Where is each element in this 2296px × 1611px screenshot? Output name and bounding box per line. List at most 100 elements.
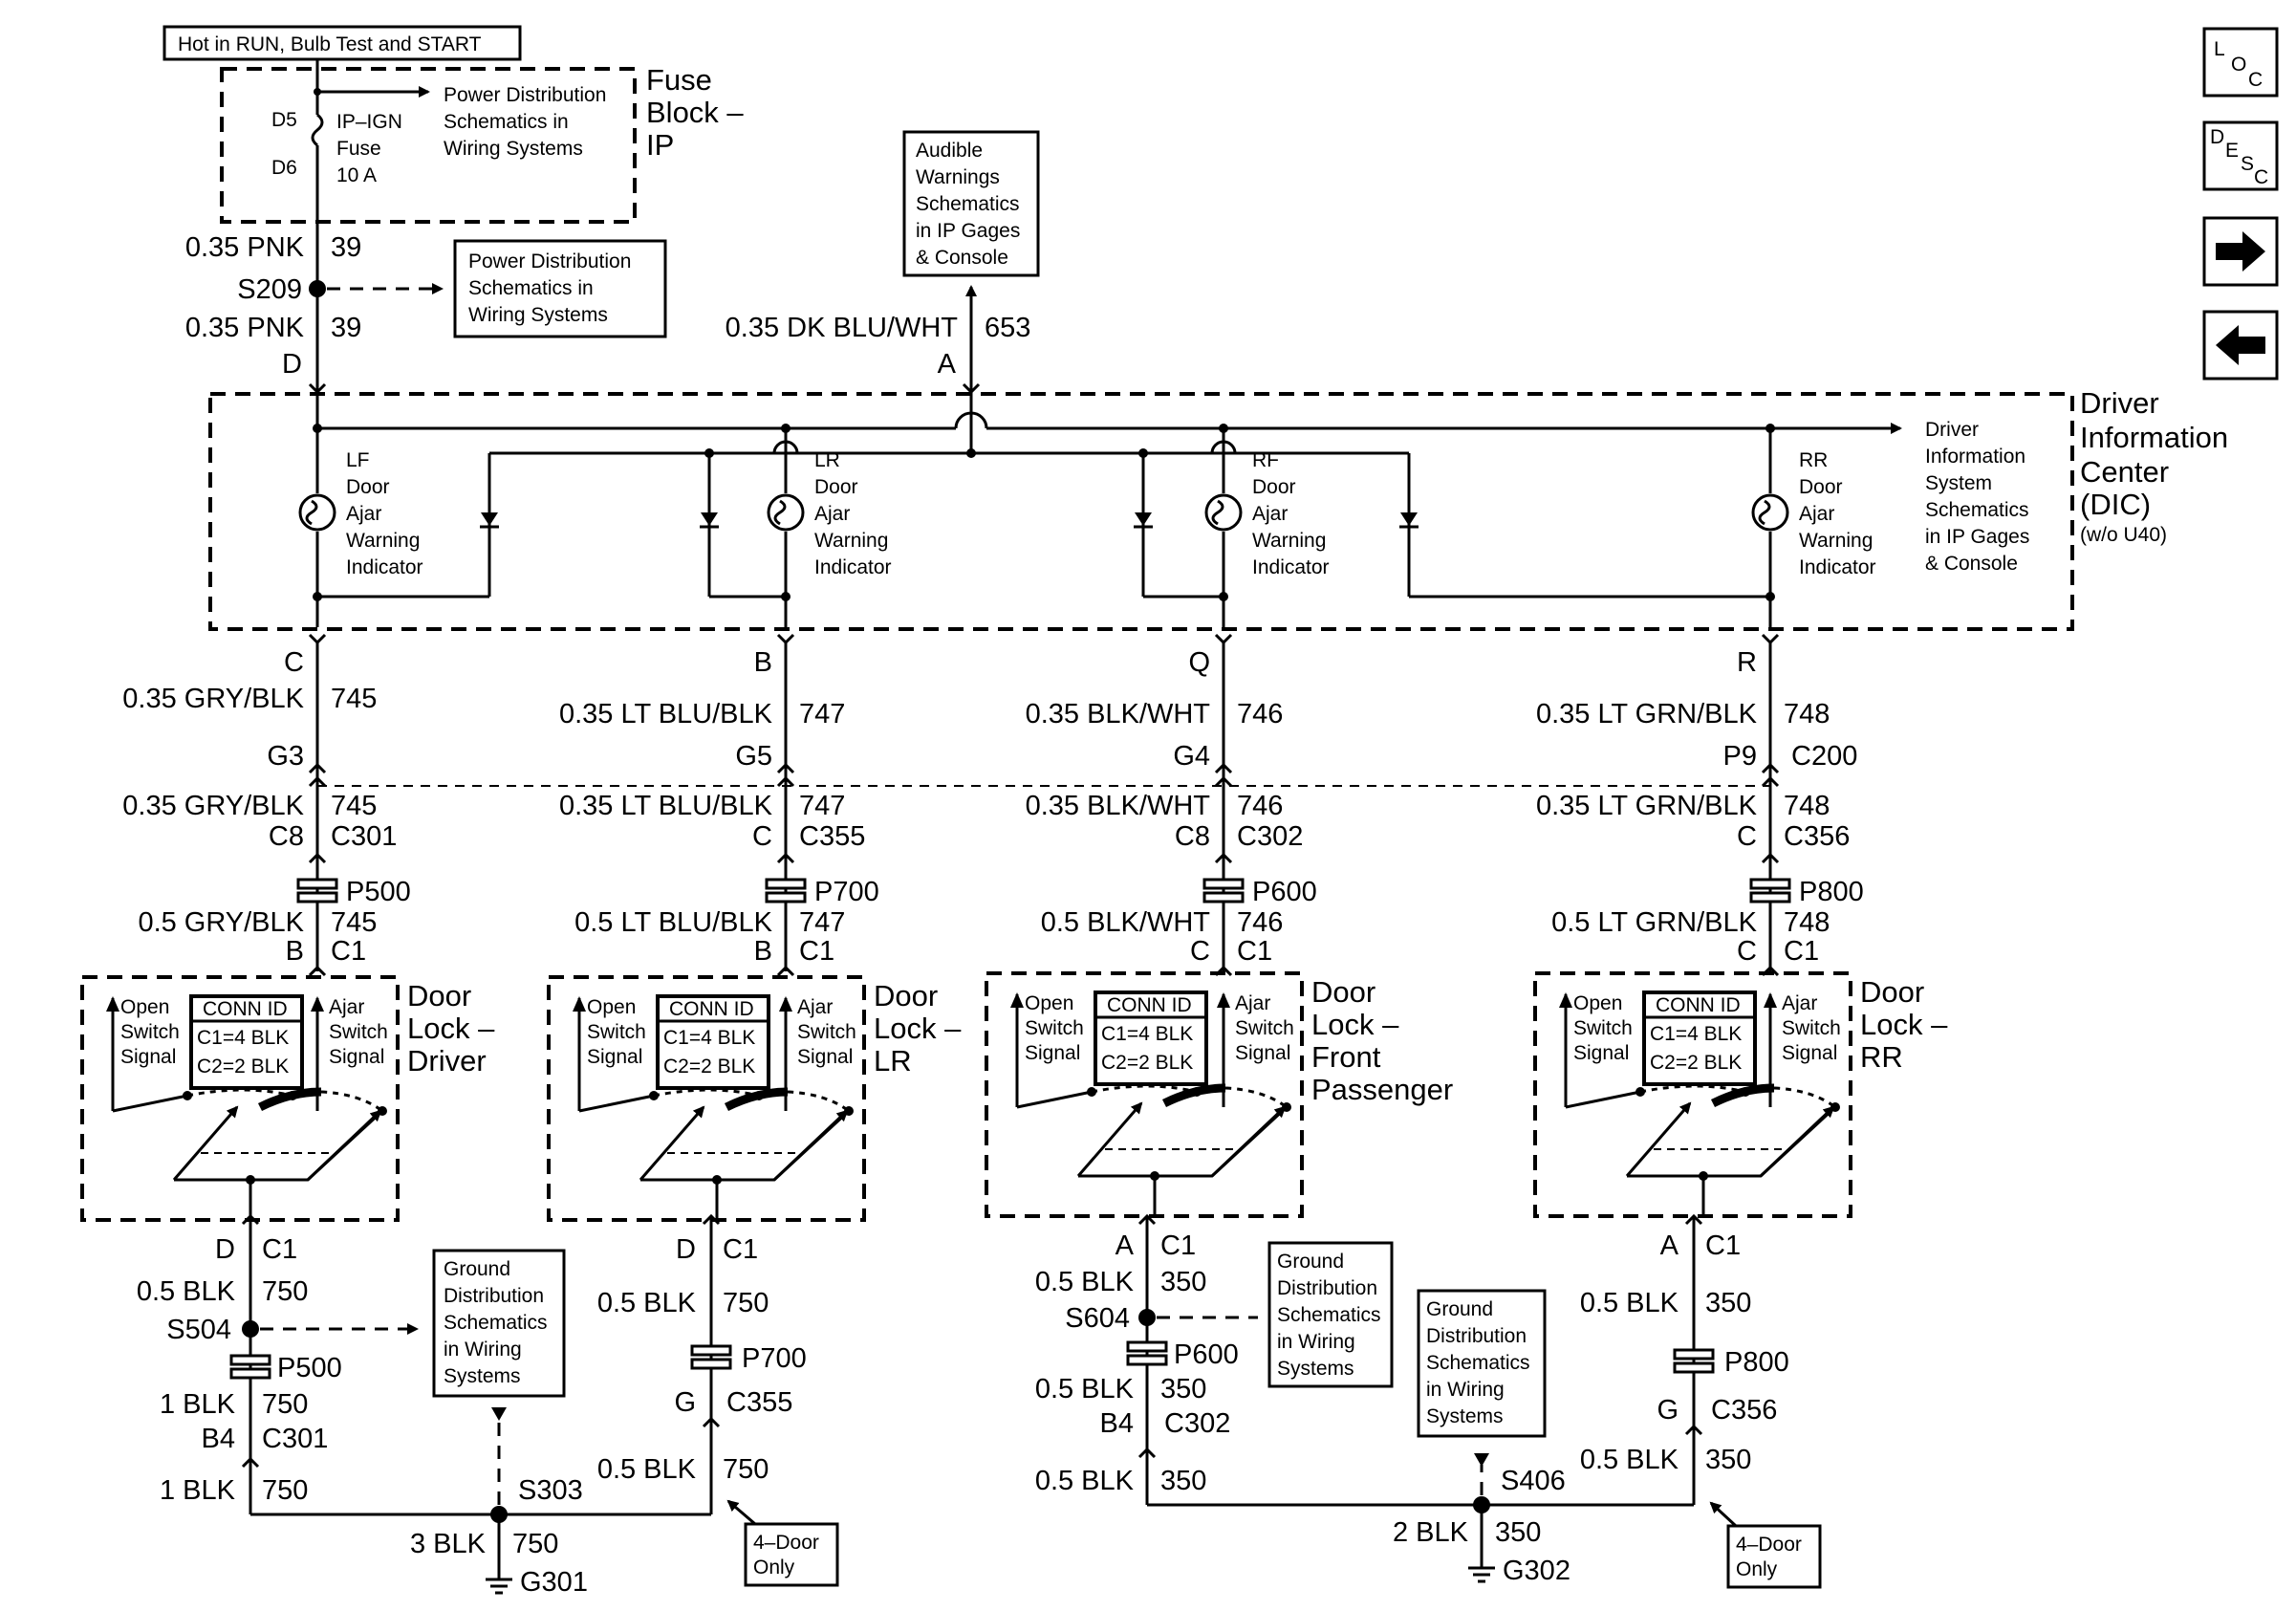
gr-ref-a-line-1: Distribution xyxy=(1277,1277,1377,1299)
desc-button[interactable]: D E S C xyxy=(2202,120,2279,191)
branch-1-g-pin: G5 xyxy=(735,741,772,772)
gr-b-pin: B4 xyxy=(1100,1408,1134,1439)
gl-ref-line-1: Distribution xyxy=(444,1285,544,1307)
gr-ref-a-line-0: Ground xyxy=(1277,1251,1344,1273)
switch-3-ajar-line-1: Switch xyxy=(1782,1017,1841,1039)
audible-ref-line-4: & Console xyxy=(916,247,1008,269)
branch-0-p-conn: P500 xyxy=(346,877,411,907)
gr-wire-b: 0.5 BLK xyxy=(1035,1374,1135,1404)
branch-1-wire2: 0.35 LT BLU/BLK xyxy=(559,791,773,821)
switch-0-conn-id: CONN ID xyxy=(203,998,288,1020)
switch-3-ajar-line-0: Ajar xyxy=(1782,992,1817,1014)
fuse-block-name-1: Block – xyxy=(646,96,744,129)
diode-1 xyxy=(700,453,786,599)
gr-wire-c: 0.5 BLK xyxy=(1035,1466,1135,1496)
gl-note-line-1: Only xyxy=(753,1557,795,1578)
switch-1-ajar-line-1: Switch xyxy=(797,1021,856,1043)
gr-circuit-b: 350 xyxy=(1160,1374,1206,1404)
branch-0-dic-pin: C xyxy=(284,647,304,678)
branch-0-sw-conn: C1 xyxy=(331,936,366,967)
lamp-icon xyxy=(767,493,805,532)
branch-3-c-conn: C356 xyxy=(1784,821,1850,852)
feed-wire-lower: 0.35 PNK xyxy=(185,313,305,343)
indicator-1-line-0: LR xyxy=(814,449,840,471)
branch-0-g-pin: G3 xyxy=(267,741,304,772)
dic-ref-line-3: Schematics xyxy=(1925,499,2029,521)
prev-button[interactable] xyxy=(2202,310,2279,381)
branch-1-circuit1: 747 xyxy=(799,699,845,729)
branch-0-wire1: 0.35 GRY/BLK xyxy=(122,684,304,714)
indicator-2-line-3: Warning xyxy=(1252,530,1326,552)
gr-ref-b-line-4: Systems xyxy=(1426,1405,1504,1427)
branch-1-sw-conn: C1 xyxy=(799,936,834,967)
indicator-1-line-1: Door xyxy=(814,476,858,498)
switch-3-conn-c1: C1=4 BLK xyxy=(1650,1023,1742,1045)
loc-o: O xyxy=(2231,54,2246,76)
diode-2 xyxy=(1134,453,1224,599)
header-note: Hot in RUN, Bulb Test and START xyxy=(178,33,482,55)
gl-d-pin: D xyxy=(215,1234,235,1265)
fuse-block-name-0: Fuse xyxy=(646,63,712,97)
branch-0-circuit2: 745 xyxy=(331,791,377,821)
switch-1-conn-c2: C2=2 BLK xyxy=(663,1056,755,1078)
feed-pin: D xyxy=(282,349,302,380)
indicator-3-line-2: Ajar xyxy=(1799,503,1834,525)
indicator-3-line-4: Indicator xyxy=(1799,556,1876,578)
audible-ref-line-1: Warnings xyxy=(916,166,1000,188)
lamp-icon xyxy=(1751,493,1789,532)
branch-3-wire2: 0.35 LT GRN/BLK xyxy=(1536,791,1758,821)
audible-ref-line-3: in IP Gages xyxy=(916,220,1020,242)
gl-b-pin: B4 xyxy=(202,1424,235,1454)
fuse-ref-line-2: Wiring Systems xyxy=(444,138,583,160)
gr-rr-circuit-b: 350 xyxy=(1705,1445,1751,1475)
feed-circuit: Power Distribution Schematics in Wiring … xyxy=(185,222,667,395)
branch-1-p-conn: P700 xyxy=(814,877,879,907)
gl-ref-line-0: Ground xyxy=(444,1258,510,1280)
gl-circuit-b: 750 xyxy=(262,1389,308,1420)
dic-module: Driver Information Center (DIC) (w/o U40… xyxy=(208,386,2228,631)
next-button[interactable] xyxy=(2202,216,2279,287)
gl-main-circuit: 750 xyxy=(512,1529,558,1559)
switch-2-open-line-2: Signal xyxy=(1025,1042,1080,1064)
gr-rr-wire-a: 0.5 BLK xyxy=(1580,1288,1679,1318)
branch-1-dic-pin: B xyxy=(754,647,772,678)
branch-3-p-conn: P800 xyxy=(1799,877,1864,907)
switch-2-name-line-0: Door xyxy=(1311,975,1375,1009)
switch-0-ajar-line-2: Signal xyxy=(329,1046,384,1068)
gr-main-circuit: 350 xyxy=(1495,1517,1541,1548)
gl-lr-g-pin: G xyxy=(674,1387,696,1418)
loc-l: L xyxy=(2214,38,2225,60)
diode-0 xyxy=(317,453,499,599)
dic-ref-line-0: Driver xyxy=(1925,419,1979,441)
feed-splice: S209 xyxy=(237,274,302,305)
gr-a-conn: C1 xyxy=(1160,1230,1196,1261)
gr-rr-wire-b: 0.5 BLK xyxy=(1580,1445,1679,1475)
switch-1-conn-id: CONN ID xyxy=(669,998,754,1020)
switch-0-name-line-0: Door xyxy=(407,979,471,1012)
switch-2-conn-c1: C1=4 BLK xyxy=(1101,1023,1193,1045)
switch-3-open-line-2: Signal xyxy=(1573,1042,1629,1064)
gr-rr-g-conn: C356 xyxy=(1711,1395,1777,1426)
gr-ref-b-line-1: Distribution xyxy=(1426,1325,1527,1347)
audible-circuit: 653 xyxy=(985,313,1030,343)
branch-0-wire3: 0.5 GRY/BLK xyxy=(138,907,304,938)
branch-0-c-pin: C8 xyxy=(269,821,304,852)
branch-1-circuit2: 747 xyxy=(799,791,845,821)
feed-circuit-upper: 39 xyxy=(331,232,361,263)
feed-ref-line-0: Power Distribution xyxy=(468,250,631,272)
branch-2-sw-conn: C1 xyxy=(1237,936,1272,967)
loc-button[interactable]: L O C xyxy=(2202,27,2279,98)
audible-ref-line-0: Audible xyxy=(916,140,983,162)
feed-wire-upper: 0.35 PNK xyxy=(185,232,305,263)
feed-ref-line-1: Schematics in xyxy=(468,277,594,299)
gr-ref-b-line-0: Ground xyxy=(1426,1298,1493,1320)
gr-a-pin: A xyxy=(1116,1230,1135,1261)
dic-ref-line-1: Information xyxy=(1925,446,2025,468)
branch-2-wire2: 0.35 BLK/WHT xyxy=(1026,791,1211,821)
fuse-ref-line-1: Schematics in xyxy=(444,111,569,133)
switch-2-open-line-1: Switch xyxy=(1025,1017,1084,1039)
fuse-pin-top: D5 xyxy=(271,109,297,131)
branch-3-wire1: 0.35 LT GRN/BLK xyxy=(1536,699,1758,729)
gl-lr-p-conn: P700 xyxy=(742,1343,807,1374)
